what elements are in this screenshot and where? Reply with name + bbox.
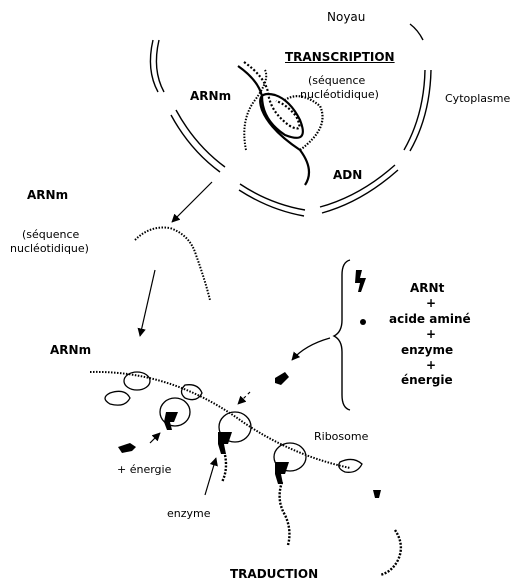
label-arnt: ARNt bbox=[410, 281, 444, 295]
label-ribosome: Ribosome bbox=[314, 430, 368, 444]
label-arnm-released: ARNm bbox=[27, 188, 68, 202]
label-energie-right: énergie bbox=[401, 373, 453, 387]
label-enzyme-right: enzyme bbox=[401, 343, 453, 357]
label-plus-1: + bbox=[426, 296, 436, 310]
label-plus-energie: + énergie bbox=[117, 463, 171, 477]
label-sequence-2a: (séquence bbox=[22, 228, 79, 242]
label-noyau: Noyau bbox=[327, 10, 365, 24]
label-arnm-ribosome: ARNm bbox=[50, 343, 91, 357]
label-sequence-1a: (séquence bbox=[308, 74, 365, 88]
label-transcription: TRANSCRIPTION bbox=[285, 50, 395, 64]
label-sequence-2b: nucléotidique) bbox=[10, 242, 89, 256]
label-adn: ADN bbox=[333, 168, 362, 182]
trna-bracket bbox=[334, 260, 350, 410]
label-plus-2: + bbox=[426, 327, 436, 341]
label-traduction: TRADUCTION bbox=[230, 567, 318, 581]
label-enzyme-bottom: enzyme bbox=[167, 507, 211, 521]
label-acide-amine: acide aminé bbox=[389, 312, 471, 326]
polypeptide-chains bbox=[222, 455, 401, 575]
ribosome-mrna bbox=[90, 372, 350, 468]
ribosomes bbox=[105, 372, 362, 472]
trna-icon bbox=[355, 270, 366, 325]
label-plus-3: + bbox=[426, 358, 436, 372]
mrna-released bbox=[135, 228, 210, 301]
label-arnm-nucleus: ARNm bbox=[190, 89, 231, 103]
label-cytoplasme: Cytoplasme bbox=[445, 92, 510, 106]
label-sequence-1b: nucléotidique) bbox=[300, 88, 379, 102]
